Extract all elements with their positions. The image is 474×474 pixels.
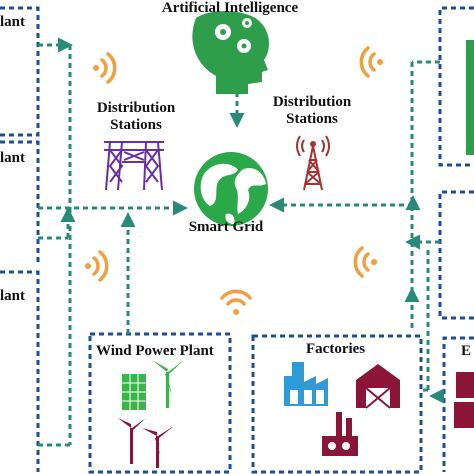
wind-turbine-icon-2: [118, 418, 174, 468]
barn-icon: [356, 364, 400, 409]
smart-grid-label: Smart Grid: [188, 219, 264, 235]
left-plant-label-bottom: lant: [0, 288, 26, 304]
left-plant-frame-top: [0, 6, 40, 137]
power-plant-icon: [322, 412, 358, 456]
factories-label: Factories: [306, 341, 366, 357]
radio-tower-icon: [296, 135, 330, 191]
right-frame-middle: [438, 190, 474, 320]
ai-head-icon: [192, 11, 269, 94]
right-frame-top: [438, 6, 474, 167]
right-frame-bottom: [442, 336, 474, 472]
left-plant-label-top: lant: [0, 14, 26, 30]
wind-plant-frame: [88, 332, 232, 474]
distribution-right-line2: Stations: [286, 111, 338, 127]
ai-label: Artificial Intelligence: [161, 0, 299, 16]
distribution-left-line2: Stations: [110, 117, 162, 133]
distribution-left-line1: Distribution: [96, 100, 176, 116]
connectors: [38, 37, 444, 447]
distribution-left-label: Distribution Stations: [86, 100, 186, 134]
globe-icon: [194, 152, 268, 226]
right-box-icon: [454, 372, 474, 428]
transmission-tower-icon: [104, 141, 164, 191]
solar-panel-icon: [122, 374, 146, 410]
right-box-label: E: [461, 343, 472, 359]
left-plant-frame-middle: [0, 140, 40, 262]
distribution-right-label: Distribution Stations: [262, 94, 362, 128]
left-plant-frame-bottom: [0, 270, 40, 472]
wifi-signal-icon: [85, 46, 383, 315]
factory-icon: [284, 362, 328, 406]
wind-plant-label: Wind Power Plant: [96, 343, 214, 359]
left-plant-label-middle: lant: [0, 150, 26, 166]
factories-frame: [251, 334, 423, 474]
right-top-green-block: [466, 40, 474, 155]
wind-turbine-icon: [152, 360, 184, 408]
distribution-right-line1: Distribution: [272, 94, 352, 110]
